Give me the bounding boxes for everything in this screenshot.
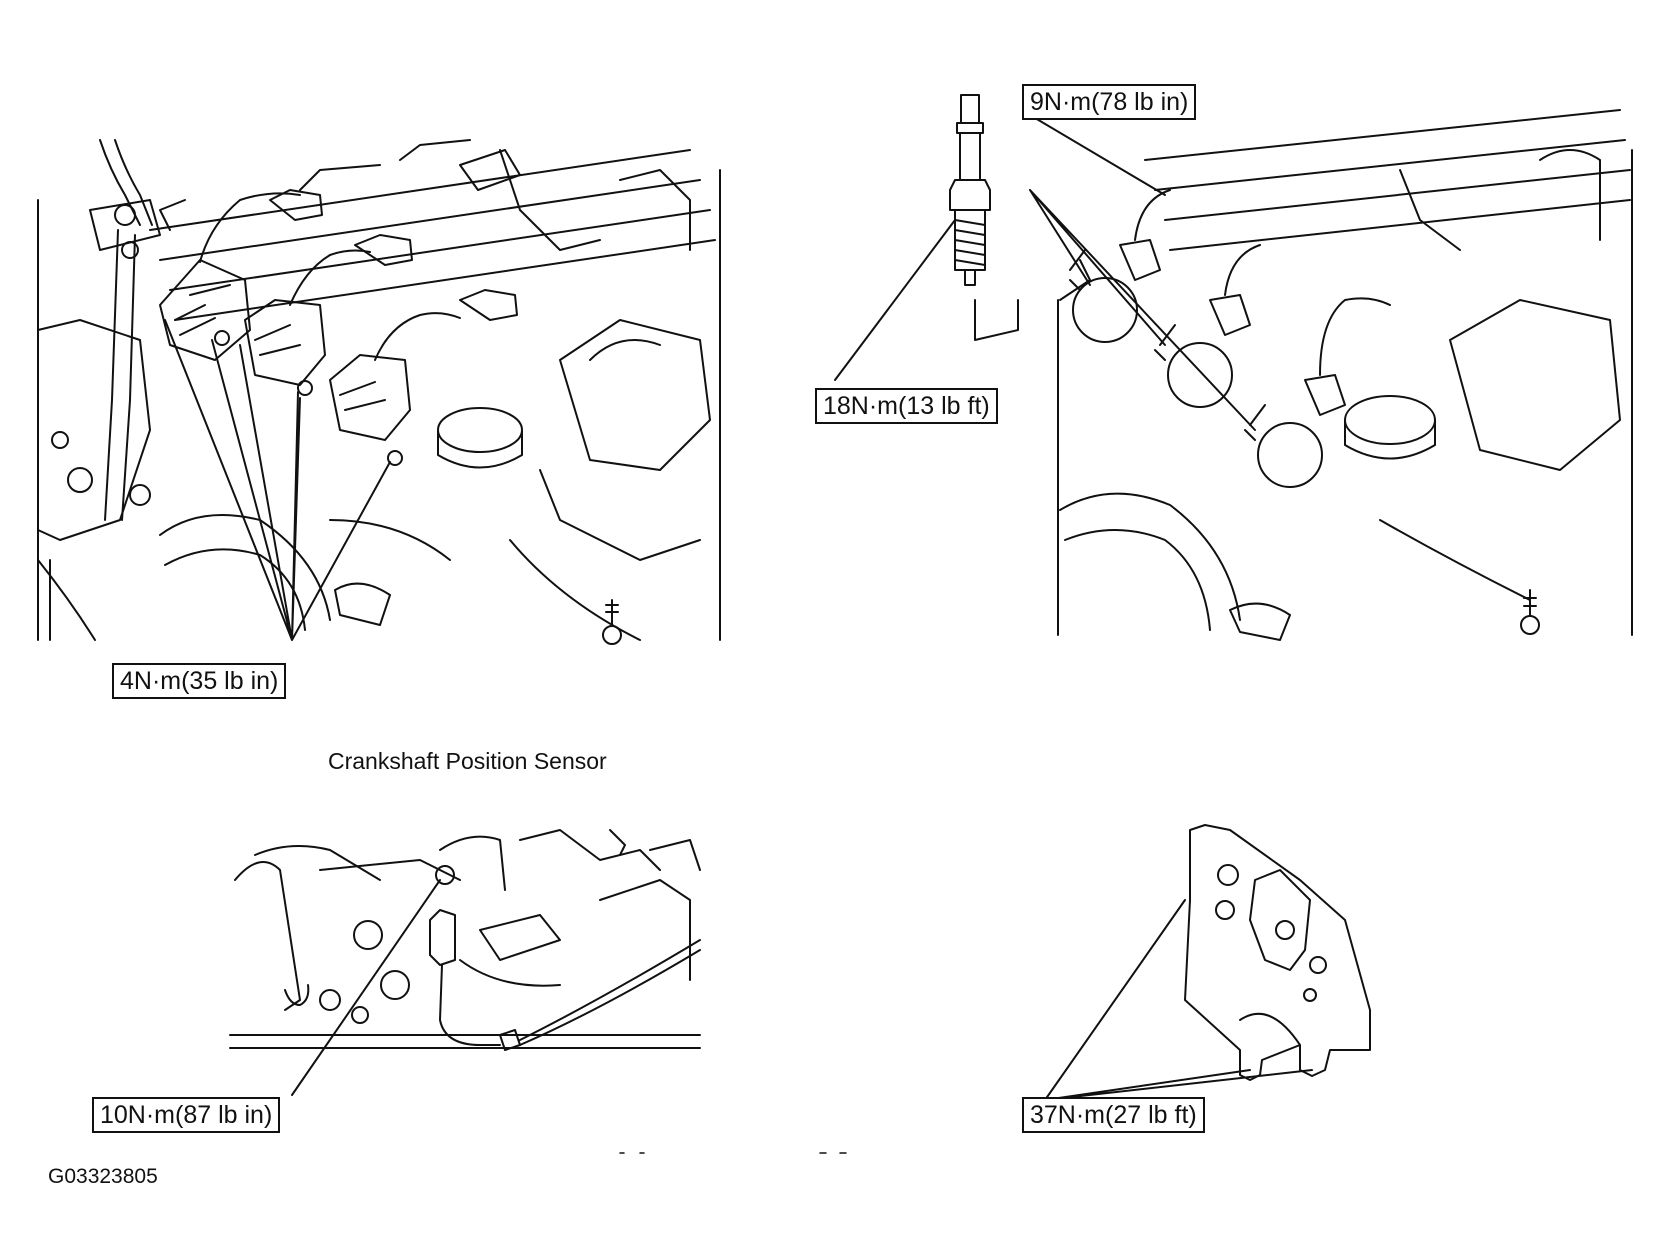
ignition-coil-illustration [37, 139, 721, 645]
figure-code: G03323805 [48, 1165, 158, 1188]
coil-cover-torque-label: 9N·m(78 lb in) [1022, 84, 1197, 120]
bracket-torque-label: 37N·m(27 lb ft) [1022, 1097, 1205, 1133]
spark-plug-illustration [834, 94, 1019, 381]
coil-cover-illustration [1029, 109, 1633, 641]
coil-bolt-torque-label: 4N·m(35 lb in) [112, 663, 287, 699]
crankshaft-sensor-caption: Crankshaft Position Sensor [328, 748, 607, 774]
mounting-bracket-illustration [1044, 824, 1371, 1101]
spark-plug-torque-label: 18N·m(13 lb ft) [815, 388, 998, 424]
ckp-sensor-torque-label: 10N·m(87 lb in) [92, 1097, 281, 1133]
crankshaft-sensor-illustration [229, 829, 701, 1096]
